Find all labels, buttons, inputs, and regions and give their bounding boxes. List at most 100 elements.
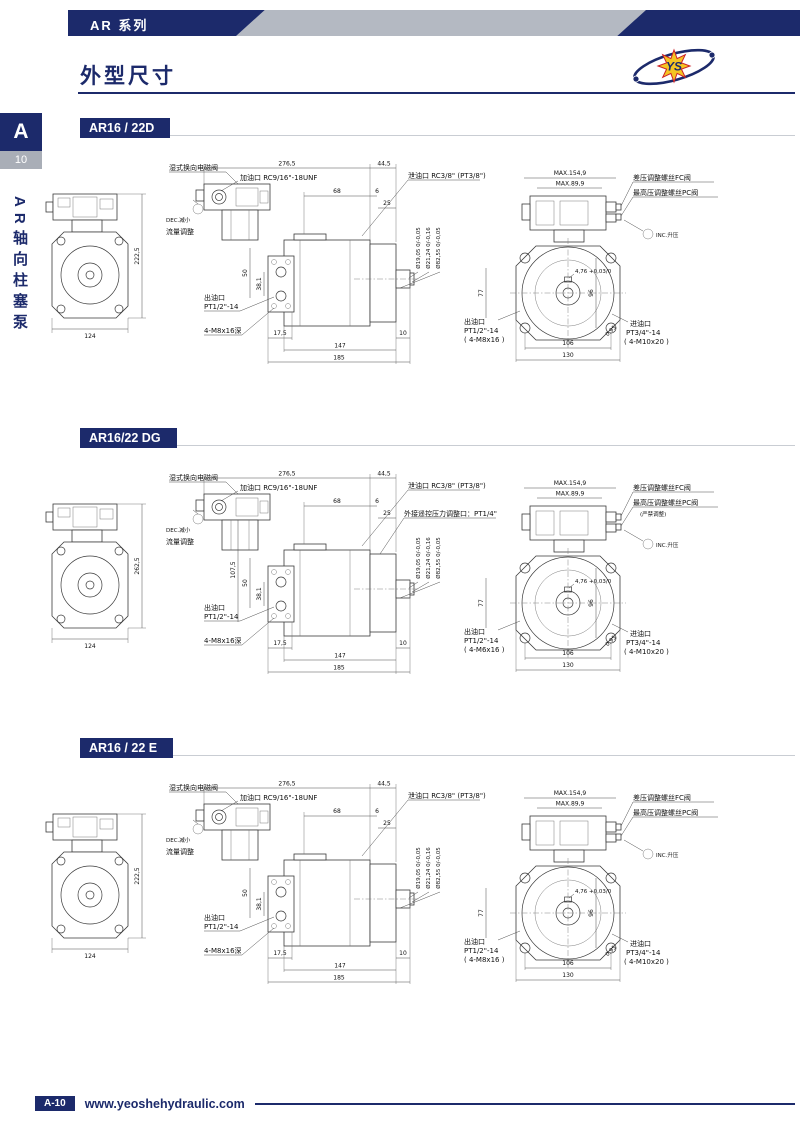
rear-view: MAX.154,9 MAX.89,9 4,76 +0,03/0 [464, 790, 718, 982]
callout-outlet-tap: 4-M8x16深 [204, 946, 242, 955]
dim-side-height: 262,5 [134, 557, 141, 574]
dim-38-1: 38,1 [256, 277, 263, 291]
dim-25: 25 [383, 200, 391, 207]
callout-dec: DEC.减小 [166, 526, 191, 534]
side-view: 222,5 124 [45, 813, 146, 960]
dim-107-5: 107,5 [230, 561, 237, 578]
dim-107-5-group: 107,5 [230, 520, 239, 622]
dim-rear-ext: 44,5 [377, 471, 391, 478]
dim-25: 25 [383, 510, 391, 517]
callout-remote-port: 外接遥控压力调整口：PT1/4" [404, 509, 497, 518]
dim-max-154-9: MAX.154,9 [554, 170, 587, 177]
callout-solenoid-valve: 湿式换向电磁阀 [169, 163, 218, 172]
dim-147: 147 [334, 963, 346, 970]
dim-rear-ext: 44,5 [377, 781, 391, 788]
callout-fc-valve: 差压调整螺丝FC阀 [633, 173, 691, 182]
catalog-section: AR16 / 22D 222,5 124 [0, 118, 800, 418]
section-title: AR16/22 DG [80, 428, 177, 448]
callout-outlet-rear-thread: PT1/2"-14 [464, 327, 499, 335]
callout-outlet-port: 出油口 [204, 603, 225, 612]
dim-10: 10 [399, 950, 407, 957]
callout-outlet-port: 出油口 [204, 293, 225, 302]
sidebar-page-number: 10 [0, 151, 42, 169]
section-title: AR16 / 22D [80, 118, 171, 138]
callout-pc-valve: 最高压调整螺丝PC阀 [633, 808, 698, 817]
callout-pc-valve: 最高压调整螺丝PC阀 [633, 188, 698, 197]
dim-max-89-9: MAX.89,9 [556, 801, 585, 808]
dim-50: 50 [242, 579, 249, 587]
sidebar-product-label: AR轴向柱塞泵 [11, 196, 28, 335]
dim-rear-ext: 44,5 [377, 161, 391, 168]
dim-max-154-9: MAX.154,9 [554, 480, 587, 487]
dim-147: 147 [334, 343, 346, 350]
callout-outlet-thread: PT1/2"-14 [204, 613, 239, 621]
callout-flow: 流量调整 [166, 847, 194, 856]
series-tab-label: AR 系列 [90, 18, 149, 33]
section-divider [82, 135, 795, 136]
side-view: 222,5 124 [45, 193, 146, 340]
catalog-section: AR16 / 22 E 222,5 124 [0, 738, 800, 1038]
dim-77: 77 [478, 909, 485, 917]
callout-outlet-rear-port: 出油口 [464, 937, 485, 946]
dim-6: 6 [375, 498, 379, 505]
callout-solenoid-valve: 湿式换向电磁阀 [169, 783, 218, 792]
section-divider [82, 445, 795, 446]
dim-77: 77 [478, 599, 485, 607]
callout-outlet-thread: PT1/2"-14 [204, 303, 239, 311]
callout-inc: INC.升压 [656, 231, 679, 239]
dim-17-5: 17,5 [273, 950, 287, 957]
dim-185: 185 [333, 975, 345, 982]
callout-dec: DEC.减小 [166, 836, 191, 844]
callout-drain-port: 泄油口 RC3/8" (PT3/8") [408, 171, 486, 180]
callout-inc: INC.升压 [656, 541, 679, 549]
dim-96: 96 [588, 289, 595, 297]
dim-68: 68 [333, 808, 341, 815]
callout-pc-note: (严禁调整) [640, 510, 666, 518]
callout-inlet-thread: PT3/4"-14 [626, 639, 661, 647]
callout-outlet-tap: 4-M8x16深 [204, 636, 242, 645]
dimension-drawing: 262,5 124 276,5 44,5 湿式换向电磁阀 [45, 471, 718, 674]
dim-68: 68 [333, 498, 341, 505]
callout-flow: 流量调整 [166, 537, 194, 546]
dim-pilot-dia: Ø82,55 0/-0,05 [435, 537, 442, 579]
dim-50: 50 [242, 269, 249, 277]
dim-max-154-9: MAX.154,9 [554, 790, 587, 797]
brand-logo: YS [628, 38, 720, 96]
dim-key: 4,76 +0,03/0 [575, 579, 612, 585]
dim-10: 10 [399, 640, 407, 647]
footer-url: www.yeoshehydraulic.com [84, 1096, 245, 1111]
callout-inlet-thread: PT3/4"-14 [626, 949, 661, 957]
callout-drain-port: 泄油口 RC3/8" (PT3/8") [408, 791, 486, 800]
dim-shaft-dia: Ø19,05 0/-0,05 [415, 847, 422, 889]
dim-6: 6 [375, 808, 379, 815]
dim-side-width: 124 [84, 333, 96, 340]
dim-185: 185 [333, 355, 345, 362]
callout-inlet-port: 进油口 [630, 319, 651, 328]
dim-6: 6 [375, 188, 379, 195]
callout-outlet-tap: 4-M8x16深 [204, 326, 242, 335]
header-accent-stripe [236, 10, 646, 36]
callout-inlet-tap: ( 4-M10x20 ) [624, 648, 669, 656]
callout-inlet-tap: ( 4-M10x20 ) [624, 958, 669, 966]
side-view: 262,5 124 [45, 503, 146, 650]
logo-text: YS [666, 60, 682, 74]
callout-outlet-rear-tap: ( 4-M8x16 ) [464, 956, 505, 964]
section-divider [82, 755, 795, 756]
callout-inc: INC.升压 [656, 851, 679, 859]
dim-130: 130 [562, 972, 574, 979]
callout-inlet-port: 进油口 [630, 939, 651, 948]
dim-shaft-key-dia: Ø21,24 0/-0,16 [425, 847, 432, 889]
dim-shaft-dia: Ø19,05 0/-0,05 [415, 227, 422, 269]
page-title: 外型尺寸 [80, 65, 176, 88]
dim-pilot-dia: Ø82,55 0/-0,05 [435, 227, 442, 269]
callout-outlet-port: 出油口 [204, 913, 225, 922]
dim-side-width: 124 [84, 953, 96, 960]
callout-flow: 流量调整 [166, 227, 194, 236]
callout-fill-port: 加油口 RC9/16"-18UNF [240, 173, 317, 182]
callout-outlet-thread: PT1/2"-14 [204, 923, 239, 931]
sidebar-chapter-letter: A [0, 113, 42, 151]
callout-dec: DEC.减小 [166, 216, 191, 224]
rear-view: MAX.154,9 MAX.89,9 4,76 +0,03/0 [464, 170, 718, 362]
dim-25: 25 [383, 820, 391, 827]
